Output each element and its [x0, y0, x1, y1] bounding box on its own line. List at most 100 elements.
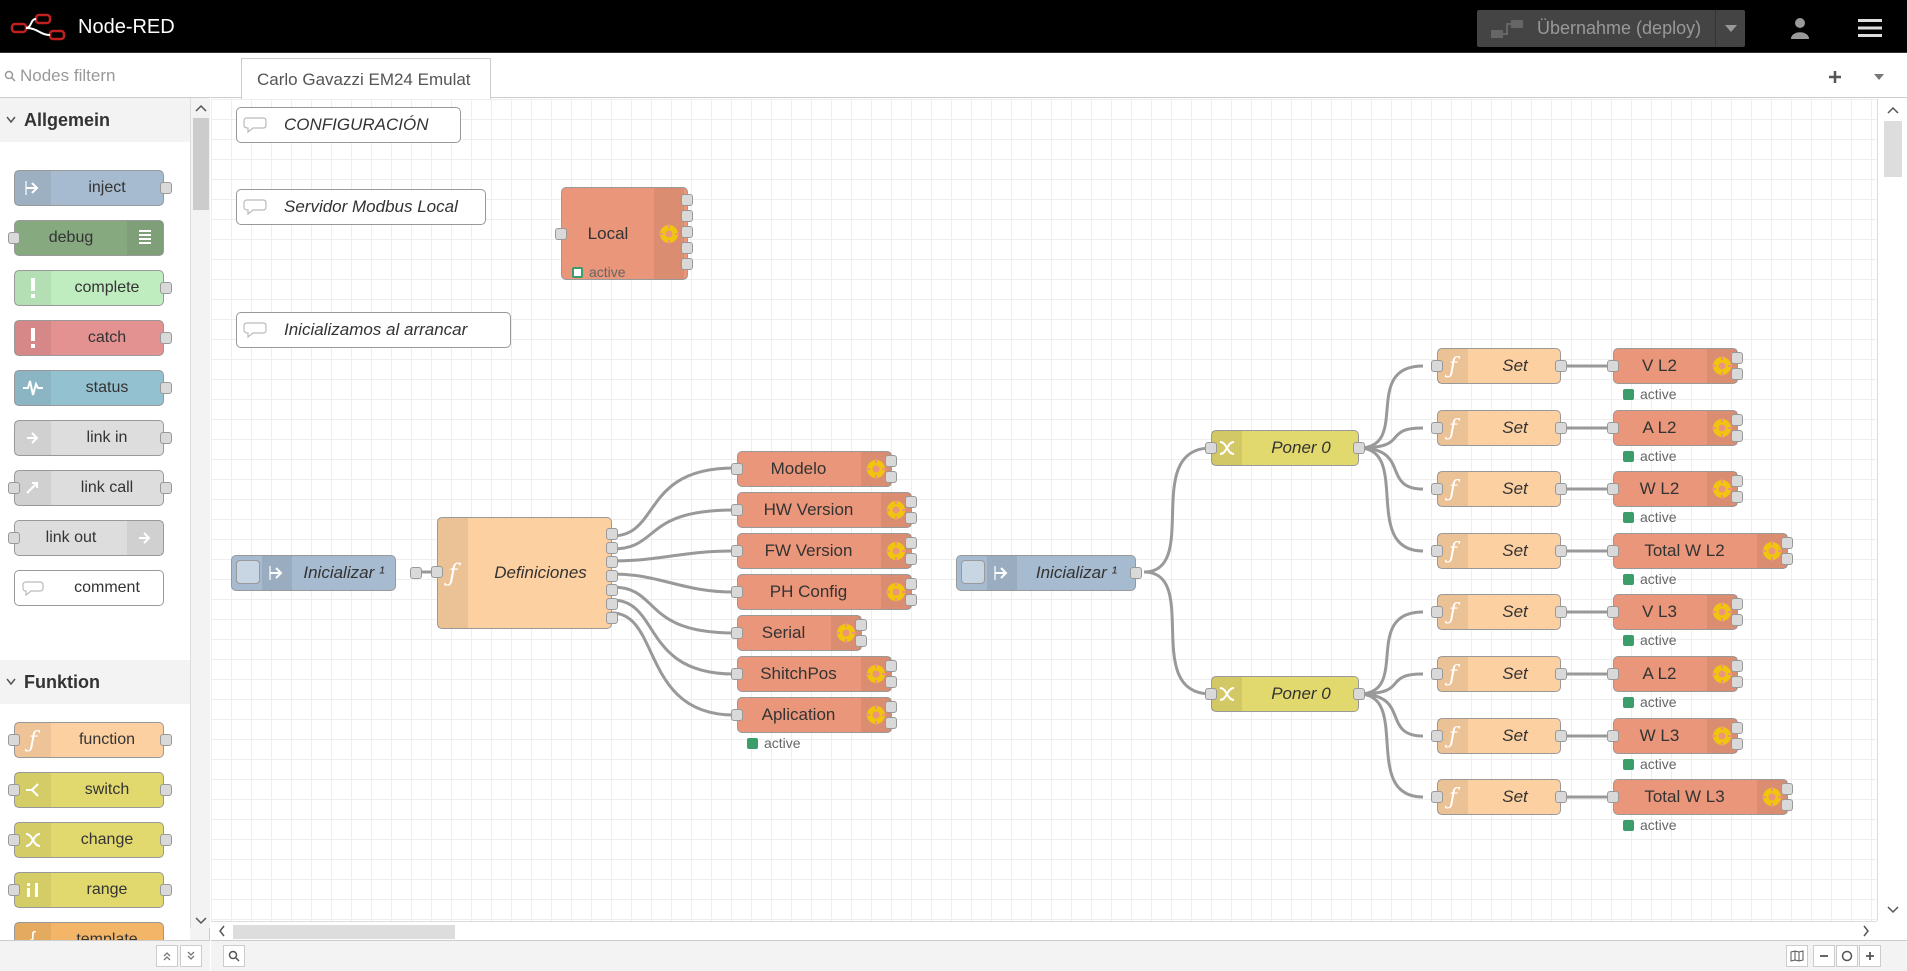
zoom-out-button[interactable]: [1813, 945, 1835, 967]
node-label: Serial: [761, 623, 806, 642]
comment-node[interactable]: CONFIGURACIÓN: [236, 107, 461, 143]
function-set-node[interactable]: ƒ Set: [1431, 594, 1567, 630]
function-node[interactable]: ƒ Definiciones: [431, 517, 618, 629]
modbus-node[interactable]: Modelo: [731, 451, 897, 487]
node-label: Total W L3: [1644, 787, 1725, 806]
modbus-node[interactable]: V L3: [1607, 594, 1743, 630]
modbus-node[interactable]: Total W L2: [1607, 533, 1793, 569]
palette-node-inject[interactable]: inject: [14, 170, 172, 206]
caret-down-icon: [1874, 74, 1884, 80]
app-logo: Node-RED: [10, 12, 175, 42]
modbus-node[interactable]: A L2: [1607, 410, 1743, 446]
canvas-vertical-scroll-thumb[interactable]: [1884, 121, 1902, 177]
modbus-node[interactable]: HW Version: [731, 492, 917, 528]
canvas-horizontal-scroll-thumb[interactable]: [233, 925, 455, 939]
node-label: Set: [1502, 787, 1528, 806]
shuffle-icon: [1212, 431, 1242, 465]
modbus-node[interactable]: W L3: [1607, 718, 1743, 754]
deploy-button[interactable]: Übernahme (deploy): [1477, 10, 1745, 47]
palette-node-comment[interactable]: comment: [14, 570, 164, 606]
palette-node-label: inject: [88, 179, 126, 196]
modbus-node[interactable]: Total W L3: [1607, 779, 1793, 815]
palette-node-function[interactable]: ƒ function: [8, 722, 172, 758]
palette-node-range[interactable]: range: [8, 872, 172, 908]
tab-flow[interactable]: Carlo Gavazzi EM24 Emulat: [241, 58, 491, 99]
node-label: A L2: [1642, 418, 1677, 437]
collapse-all-button[interactable]: [156, 945, 178, 967]
palette-category-funktion[interactable]: Funktion: [0, 660, 190, 704]
comment-node[interactable]: Servidor Modbus Local: [236, 189, 486, 225]
palette-node-link-out[interactable]: link out: [8, 520, 164, 556]
palette-node-link-in[interactable]: link in: [14, 420, 172, 456]
canvas-horizontal-scrollbar[interactable]: [211, 921, 1877, 939]
navigator-button[interactable]: [1786, 945, 1808, 967]
palette-node-catch[interactable]: catch: [14, 320, 172, 356]
modbus-node[interactable]: Serial: [731, 615, 867, 651]
modbus-node[interactable]: PH Config: [731, 574, 917, 610]
function-icon: ƒ: [1438, 595, 1468, 629]
node-label: Set: [1502, 602, 1528, 621]
inject-trigger-button[interactable]: [236, 560, 260, 584]
main-menu-button[interactable]: [1850, 12, 1890, 44]
palette-node-change[interactable]: change: [8, 822, 172, 858]
deploy-dropdown-button[interactable]: [1715, 10, 1745, 47]
change-node[interactable]: Poner 0: [1205, 676, 1365, 712]
palette-node-complete[interactable]: complete: [14, 270, 172, 306]
palette-node-label: debug: [48, 229, 94, 246]
palette-category-allgemein[interactable]: Allgemein: [0, 98, 190, 142]
node-label: Set: [1502, 541, 1528, 560]
function-icon: ƒ: [1438, 472, 1468, 506]
modbus-node[interactable]: V L2: [1607, 348, 1743, 384]
function-set-node[interactable]: ƒ Set: [1431, 779, 1567, 815]
modbus-node[interactable]: ShitchPos: [731, 656, 897, 692]
palette-filter-input[interactable]: Nodes filtern: [20, 65, 116, 85]
search-flows-button[interactable]: [223, 945, 245, 967]
speech-bubble-icon: [243, 117, 267, 134]
user-menu-button[interactable]: [1780, 12, 1820, 44]
inject-trigger-button[interactable]: [961, 560, 985, 584]
modbus-node[interactable]: W L2: [1607, 471, 1743, 507]
search-icon: [228, 950, 240, 962]
palette-node-template[interactable]: { template: [14, 922, 164, 957]
palette-node-status[interactable]: status: [14, 370, 172, 406]
inject-node[interactable]: Inicializar ¹: [956, 555, 1142, 591]
user-icon: [1791, 18, 1809, 39]
palette-node-debug[interactable]: debug: [8, 220, 164, 256]
modbus-node[interactable]: Aplication: [731, 697, 897, 733]
palette-filter[interactable]: Nodes filtern: [0, 54, 210, 98]
function-icon: ƒ: [1438, 349, 1468, 383]
modbus-node[interactable]: FW Version: [731, 533, 917, 569]
palette-scrollbar[interactable]: [190, 98, 210, 928]
function-set-node[interactable]: ƒ Set: [1431, 410, 1567, 446]
function-icon: ƒ: [1438, 534, 1468, 568]
function-set-node[interactable]: ƒ Set: [1431, 471, 1567, 507]
modbus-node[interactable]: A L2: [1607, 656, 1743, 692]
function-set-node[interactable]: ƒ Set: [1431, 718, 1567, 754]
change-node[interactable]: Poner 0: [1205, 430, 1365, 466]
function-set-node[interactable]: ƒ Set: [1431, 348, 1567, 384]
modbus-gear-icon: [654, 188, 684, 279]
tab-list-button[interactable]: [1864, 62, 1894, 92]
node-red-logo-icon: [10, 13, 66, 41]
node-status: active: [747, 735, 801, 751]
expand-all-button[interactable]: [180, 945, 202, 967]
node-label: Total W L2: [1644, 541, 1725, 560]
comment-node[interactable]: Inicializamos al arrancar: [236, 312, 511, 348]
add-tab-button[interactable]: [1820, 62, 1850, 92]
flow-canvas[interactable]: CONFIGURACIÓN Servidor Modbus Local Inic…: [211, 99, 1877, 921]
function-icon: ƒ: [1438, 411, 1468, 445]
node-status: active: [1623, 817, 1677, 833]
hamburger-icon: [1858, 19, 1882, 37]
palette-node-switch[interactable]: switch: [8, 772, 172, 808]
palette-scroll-thumb[interactable]: [193, 118, 209, 210]
zoom-reset-button[interactable]: [1836, 945, 1858, 967]
function-set-node[interactable]: ƒ Set: [1431, 656, 1567, 692]
palette-footer: [0, 940, 210, 971]
modbus-server-node[interactable]: Local: [555, 187, 693, 280]
palette-node-link-call[interactable]: link call: [8, 470, 172, 506]
canvas-vertical-scrollbar[interactable]: [1877, 99, 1907, 921]
node-status: active: [1623, 448, 1677, 464]
function-set-node[interactable]: ƒ Set: [1431, 533, 1567, 569]
zoom-in-button[interactable]: [1859, 945, 1881, 967]
